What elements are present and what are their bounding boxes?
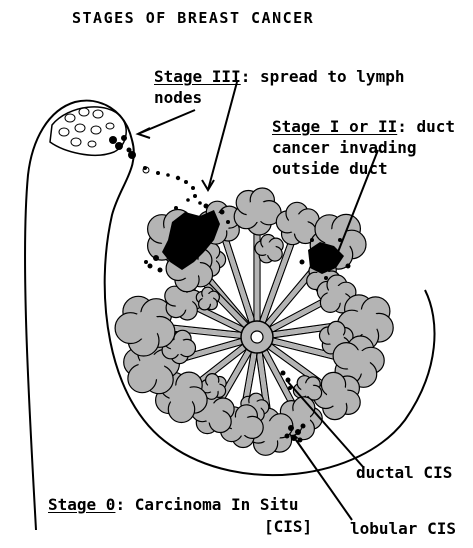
lobule-core xyxy=(138,354,164,380)
lobule-core xyxy=(132,311,160,339)
stage0-term: Stage 0 xyxy=(48,495,115,514)
stage3-arrowhead-left xyxy=(138,128,150,138)
stage12-label: Stage I or II: duct xyxy=(272,116,455,137)
stage12-label-line3: outside duct xyxy=(272,158,388,179)
lobule-core xyxy=(301,383,314,396)
nipple-center xyxy=(251,331,263,343)
ductal-cis-label: ductal CIS xyxy=(356,462,452,483)
lobule-cluster xyxy=(234,188,281,235)
lobule-core xyxy=(353,309,379,335)
lobule-core xyxy=(246,200,268,222)
lobule-core xyxy=(346,350,370,374)
stage12-desc: : duct xyxy=(397,117,455,136)
lobule-core xyxy=(202,294,213,305)
diagram-title: STAGES OF BREAST CANCER xyxy=(72,8,314,29)
stage0-desc: : Carcinoma In Situ xyxy=(115,495,298,514)
stage3-term: Stage III xyxy=(154,67,241,86)
stage3-label-line2: nodes xyxy=(154,87,202,108)
lobule-core xyxy=(327,286,345,304)
lobule-core xyxy=(327,385,349,407)
stage12-term: Stage I or II xyxy=(272,117,397,136)
stage0-label-line2: [CIS] xyxy=(264,516,312,537)
lobule-core xyxy=(263,242,276,255)
stage12-label-line2: cancer invading xyxy=(272,137,417,158)
stage3-arrow-down xyxy=(208,82,237,190)
stage0-label: Stage 0: Carcinoma In Situ xyxy=(48,494,298,515)
lobule-core xyxy=(231,416,251,436)
stage3-label: Stage III: spread to lymph xyxy=(154,66,404,87)
lobule-core xyxy=(171,339,187,355)
lobular-cis-label: lobular CIS xyxy=(350,518,456,539)
stage3-desc: : spread to lymph xyxy=(241,67,405,86)
lobule-core xyxy=(288,214,308,234)
lobule-core xyxy=(208,381,220,393)
lobule-core xyxy=(174,292,192,310)
stage3-arrowhead-down xyxy=(202,180,214,190)
lobule-core xyxy=(169,384,193,408)
lobular-cis-pointer xyxy=(296,440,352,520)
migrating-cells xyxy=(143,166,202,205)
